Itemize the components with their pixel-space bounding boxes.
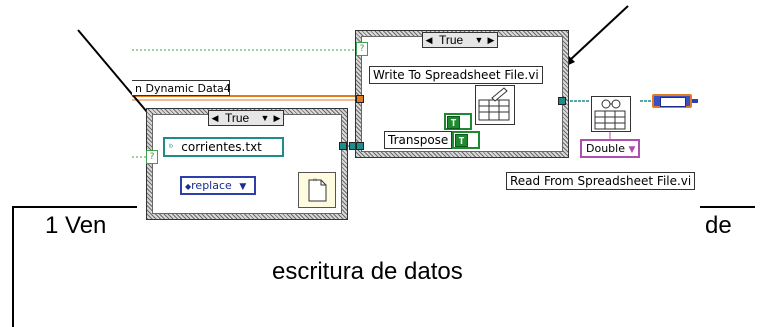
- caption-frame-top-left: [12, 206, 137, 208]
- caption-frame-left: [12, 206, 14, 327]
- decrement-arrow-icon[interactable]: ◀: [425, 35, 433, 45]
- dynamic-data-label[interactable]: n Dynamic Data4: [132, 80, 231, 96]
- enum-dropdown-icon: ▼: [239, 182, 247, 192]
- case-terminal-right[interactable]: ?: [356, 42, 368, 56]
- case-selector-left-value: True: [225, 111, 250, 125]
- path-icon: ᵇ: [169, 143, 174, 154]
- file-path-constant[interactable]: ᵇ corrientes.txt: [163, 137, 284, 157]
- increment-arrow-icon[interactable]: ▶: [273, 113, 281, 123]
- read-spreadsheet-vi[interactable]: [591, 96, 631, 132]
- bool-constant-1[interactable]: T: [444, 113, 472, 130]
- increment-arrow-icon[interactable]: ▶: [487, 35, 495, 45]
- caption-line1-left: 1 Ven: [45, 212, 107, 239]
- transpose-label: Transpose: [384, 131, 453, 149]
- tunnel-left-out-1: [339, 142, 347, 150]
- spreadsheet-read-icon: [594, 99, 626, 130]
- mode-enum[interactable]: ◆replace ▼: [180, 176, 256, 195]
- array-indicator[interactable]: [652, 94, 692, 108]
- tunnel-right-in-teal: [356, 142, 364, 150]
- dropdown-arrow-icon[interactable]: ▼: [260, 113, 270, 123]
- tunnel-right-out: [558, 97, 566, 105]
- case-selector-right-value: True: [439, 33, 464, 47]
- write-spreadsheet-label: Write To Spreadsheet File.vi: [369, 66, 543, 84]
- svg-text:*: *: [313, 177, 317, 186]
- decrement-arrow-icon[interactable]: ◀: [211, 113, 219, 123]
- enum-decrement-icon: ◆: [185, 182, 192, 191]
- dropdown-arrow-icon[interactable]: ▼: [474, 35, 484, 45]
- arrow-1: [77, 29, 159, 126]
- bool-constant-1-value: T: [447, 116, 460, 129]
- caption-frame-top-right: [700, 206, 755, 208]
- caption-line2: escritura de datos: [272, 258, 463, 285]
- bool-constant-2-value: T: [455, 134, 468, 147]
- type-enum[interactable]: Double ▼: [580, 139, 640, 158]
- array-indicator-terminal: [692, 99, 698, 103]
- mode-enum-value: replace: [191, 179, 232, 192]
- spreadsheet-write-icon: [478, 87, 510, 121]
- type-enum-value: Double: [586, 142, 625, 155]
- case-selector-left[interactable]: ◀ True ▼ ▶: [208, 110, 284, 126]
- array-indicator-inner: [660, 97, 686, 107]
- case-structure-left[interactable]: [146, 108, 348, 220]
- case-terminal-left[interactable]: ?: [146, 150, 158, 164]
- bool-constant-2[interactable]: T: [452, 131, 480, 149]
- caption-line1-right: de: [705, 212, 732, 239]
- type-enum-dropdown-icon: ▼: [628, 145, 636, 155]
- tunnel-right-in-orange: [356, 95, 364, 103]
- read-spreadsheet-label: Read From Spreadsheet File.vi: [506, 172, 696, 190]
- new-file-icon: *: [308, 177, 327, 202]
- write-spreadsheet-vi[interactable]: [475, 85, 515, 125]
- arrow-2: [569, 5, 629, 61]
- open-file-vi[interactable]: *: [298, 172, 336, 208]
- file-path-text: corrientes.txt: [181, 140, 262, 154]
- case-selector-right[interactable]: ◀ True ▼ ▶: [422, 32, 498, 48]
